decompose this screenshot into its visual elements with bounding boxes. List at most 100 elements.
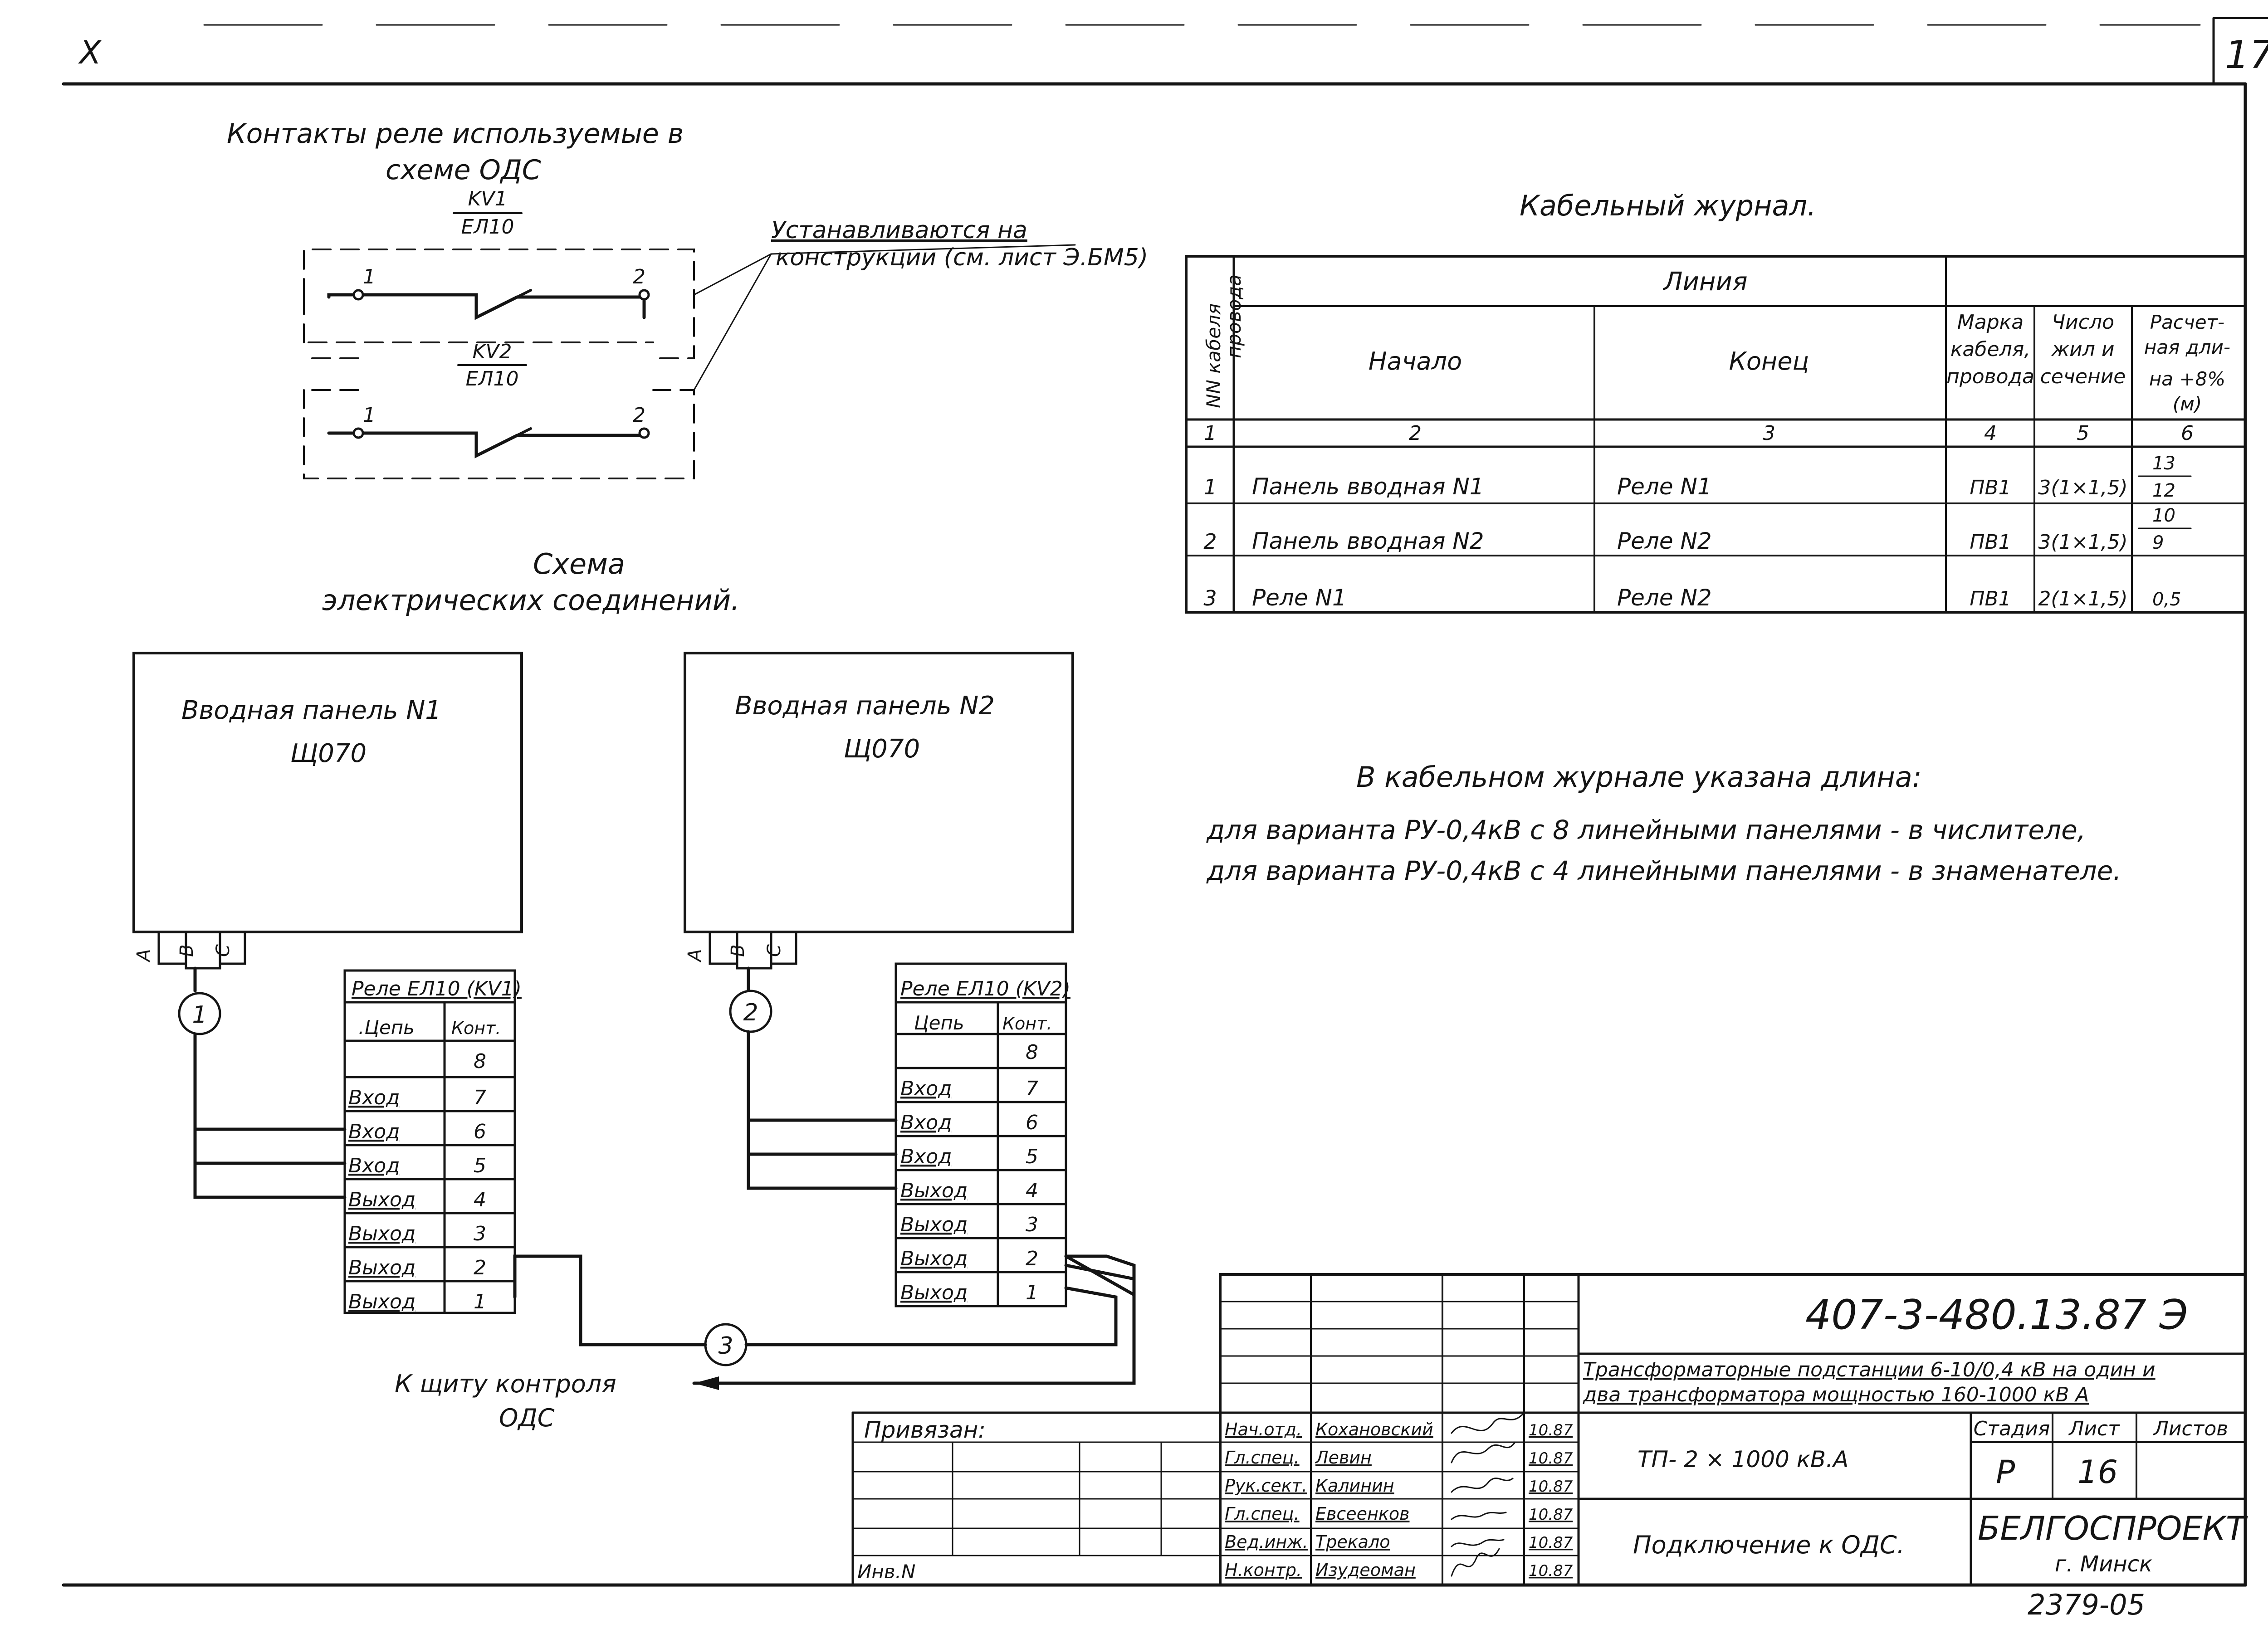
relay1-row-3-circuit: Вход bbox=[348, 1120, 400, 1143]
panel2-phase-c: C bbox=[764, 944, 785, 957]
relay1-row-8-contact: 1 bbox=[474, 1290, 486, 1313]
relay1-table-title: Реле ЕЛ10 (KV1) bbox=[352, 977, 522, 1000]
cable-marker-1-label: 1 bbox=[192, 1001, 207, 1029]
row2-brand: ПВ1 bbox=[1970, 531, 2011, 554]
header-sheets: Листов bbox=[2153, 1417, 2228, 1440]
relay1-type: ЕЛ10 bbox=[461, 215, 514, 239]
relay2-row-3-contact: 6 bbox=[1026, 1111, 1038, 1134]
row2-length-denominator: 9 bbox=[2152, 532, 2164, 553]
row3-end: Реле N2 bbox=[1617, 585, 1712, 611]
relay2-row-5-circuit: Выход bbox=[900, 1179, 968, 1202]
signatory-6-date: 10.87 bbox=[1529, 1562, 1573, 1580]
panel1-title: Вводная панель N1 bbox=[181, 696, 441, 725]
relay2-row-2-contact: 7 bbox=[1026, 1077, 1038, 1100]
signatory-5-name: Трекало bbox=[1315, 1532, 1390, 1552]
relay2-row-1-contact: 8 bbox=[1026, 1041, 1038, 1064]
row1-end: Реле N1 bbox=[1617, 473, 1712, 500]
header-brand-3: провода bbox=[1946, 365, 2034, 388]
signatory-2-date: 10.87 bbox=[1529, 1449, 1573, 1468]
row1-cores: 3(1×1,5) bbox=[2038, 476, 2127, 499]
relay2-type: ЕЛ10 bbox=[466, 367, 519, 390]
schema-title-2: электрических соединений. bbox=[322, 584, 740, 617]
relay1-row-6-circuit: Выход bbox=[348, 1222, 415, 1245]
panel2-terminals bbox=[709, 931, 797, 993]
install-note-2: конструкции (см. лист Э.БМ5) bbox=[776, 244, 1148, 271]
relay1-row-4-contact: 5 bbox=[474, 1154, 486, 1177]
signatory-1-role: Нач.отд. bbox=[1225, 1419, 1302, 1439]
relay2-row-5-contact: 4 bbox=[1026, 1179, 1038, 1202]
signatory-3-name: Калинин bbox=[1315, 1476, 1394, 1496]
signatory-2-role: Гл.спец. bbox=[1225, 1448, 1300, 1468]
sheet-value: 16 bbox=[2077, 1454, 2118, 1491]
relay1-row-4-circuit: Вход bbox=[348, 1154, 400, 1177]
signatory-4-role: Гл.спец. bbox=[1225, 1504, 1300, 1524]
privyazan-label: Привязан: bbox=[864, 1417, 986, 1443]
contact2-terminal-2: 2 bbox=[633, 404, 645, 427]
relay2-row-8-circuit: Выход bbox=[900, 1281, 968, 1304]
note-line-2: для варианта РУ-0,4кВ с 8 линейными пане… bbox=[1206, 815, 2086, 845]
signatory-2-name: Левин bbox=[1315, 1448, 1372, 1468]
header-length-2: ная дли- bbox=[2144, 336, 2230, 358]
wiring bbox=[193, 1030, 1136, 1385]
header-brand-2: кабеля, bbox=[1950, 338, 2030, 361]
relay2-label: KV2 bbox=[473, 340, 512, 363]
relay2-row-3-circuit: Вход bbox=[900, 1111, 952, 1134]
install-note-1: Устанавливаются на bbox=[771, 217, 1027, 244]
cable-marker-2-label: 2 bbox=[743, 999, 758, 1026]
relay1-row-7-circuit: Выход bbox=[348, 1256, 415, 1279]
sheet-frame bbox=[62, 17, 2268, 1587]
header-line: Линия bbox=[1662, 267, 1747, 297]
project-title-2: два трансформатора мощностью 160-1000 кВ… bbox=[1583, 1383, 2089, 1406]
corner-mark: Х bbox=[78, 34, 102, 71]
relay2-row-7-contact: 2 bbox=[1026, 1247, 1038, 1270]
header-cores-3: сечение bbox=[2040, 365, 2126, 388]
relay1-row-5-contact: 4 bbox=[474, 1188, 486, 1211]
relay2-row-6-circuit: Выход bbox=[900, 1213, 968, 1236]
signatory-1-name: Кохановский bbox=[1315, 1419, 1433, 1439]
row3-start: Реле N1 bbox=[1252, 585, 1347, 611]
inventory-number-label: Инв.N bbox=[857, 1561, 915, 1583]
relay2-row-6-contact: 3 bbox=[1026, 1213, 1038, 1236]
contact2-terminal-1: 1 bbox=[363, 404, 376, 427]
col-num-1: 1 bbox=[1204, 422, 1217, 445]
row3-cores: 2(1×1,5) bbox=[2038, 587, 2127, 610]
header-length-3: на +8% bbox=[2149, 368, 2225, 390]
stage-value: Р bbox=[1996, 1454, 2015, 1491]
relay1-row-2-circuit: Вход bbox=[348, 1086, 400, 1109]
header-cores-1: Число bbox=[2052, 311, 2114, 334]
row2-start: Панель вводная N2 bbox=[1252, 528, 1484, 554]
relay2-row-4-circuit: Вход bbox=[900, 1145, 952, 1168]
relay1-row-2-contact: 7 bbox=[474, 1086, 486, 1109]
panel-2 bbox=[684, 652, 1074, 933]
header-cores-2: жил и bbox=[2051, 338, 2115, 361]
relay1-row-7-contact: 2 bbox=[474, 1256, 486, 1279]
signatory-3-date: 10.87 bbox=[1529, 1478, 1573, 1496]
sheet-title: Подключение к ОДС. bbox=[1633, 1531, 1905, 1559]
relay1-label: KV1 bbox=[468, 187, 508, 210]
row1-length-denominator: 12 bbox=[2152, 480, 2175, 501]
relay1-col-contact: Конт. bbox=[451, 1018, 501, 1038]
relay2-row-4-contact: 5 bbox=[1026, 1145, 1038, 1168]
row1-length-numerator: 13 bbox=[2152, 453, 2175, 474]
panel2-code: Щ070 bbox=[844, 734, 920, 764]
contact1-terminal-2: 2 bbox=[633, 265, 645, 288]
signatory-4-name: Евсеенков bbox=[1315, 1504, 1410, 1524]
relay1-row-6-contact: 3 bbox=[474, 1222, 486, 1245]
row3-brand: ПВ1 bbox=[1970, 587, 2011, 610]
relay2-row-8-contact: 1 bbox=[1026, 1281, 1038, 1304]
arrow-to-shield bbox=[694, 1376, 719, 1390]
panel1-code: Щ070 bbox=[290, 739, 367, 768]
contact-diagram bbox=[303, 244, 1076, 479]
row1-start: Панель вводная N1 bbox=[1252, 473, 1484, 500]
note-line-1: В кабельном журнале указана длина: bbox=[1356, 761, 1922, 794]
cable-marker-2 bbox=[729, 990, 772, 1033]
signatory-4-date: 10.87 bbox=[1529, 1506, 1573, 1524]
signatory-1-date: 10.87 bbox=[1529, 1421, 1573, 1439]
signatory-6-name: Изудеоман bbox=[1315, 1560, 1416, 1580]
row2-end: Реле N2 bbox=[1617, 528, 1712, 554]
header-stage: Стадия bbox=[1974, 1417, 2050, 1440]
col-num-4: 4 bbox=[1984, 422, 1997, 445]
relay1-row-3-contact: 6 bbox=[474, 1120, 486, 1143]
panel2-title: Вводная панель N2 bbox=[735, 691, 995, 721]
